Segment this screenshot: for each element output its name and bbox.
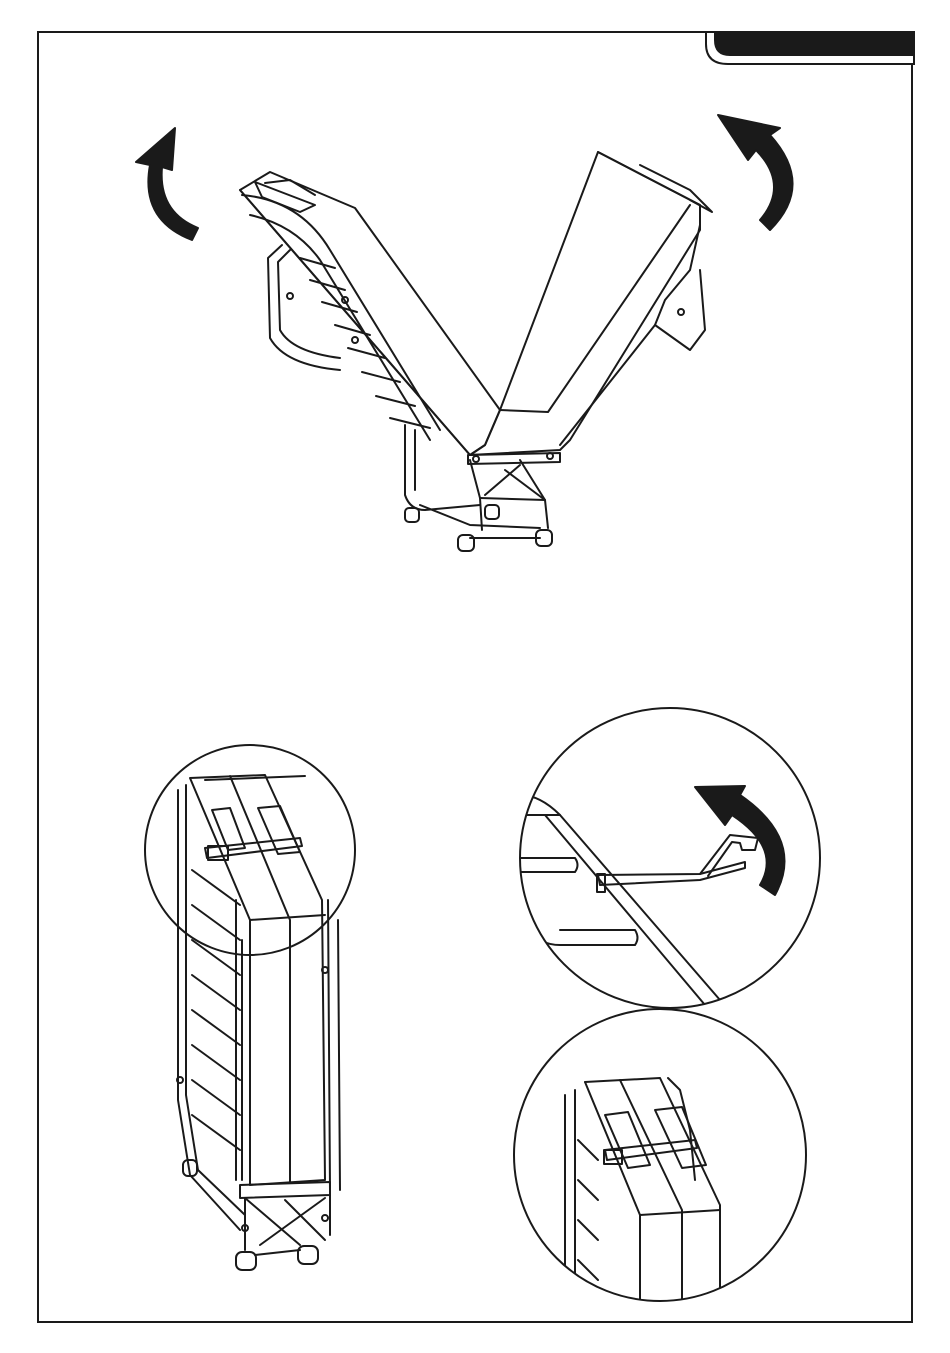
strap-detail-illustration [514, 1009, 806, 1301]
lever-detail-illustration [505, 708, 820, 1008]
rotate-up-right-arrow-icon [718, 115, 793, 230]
caster-wheel [405, 508, 419, 522]
corner-tab [706, 32, 914, 64]
caster-wheel-folded [236, 1252, 256, 1270]
bed-unfolding-illustration [136, 115, 793, 551]
strap-detail-circle [514, 1009, 806, 1301]
rotate-up-left-arrow-icon [136, 128, 198, 240]
folded-bed-illustration [145, 745, 355, 1270]
